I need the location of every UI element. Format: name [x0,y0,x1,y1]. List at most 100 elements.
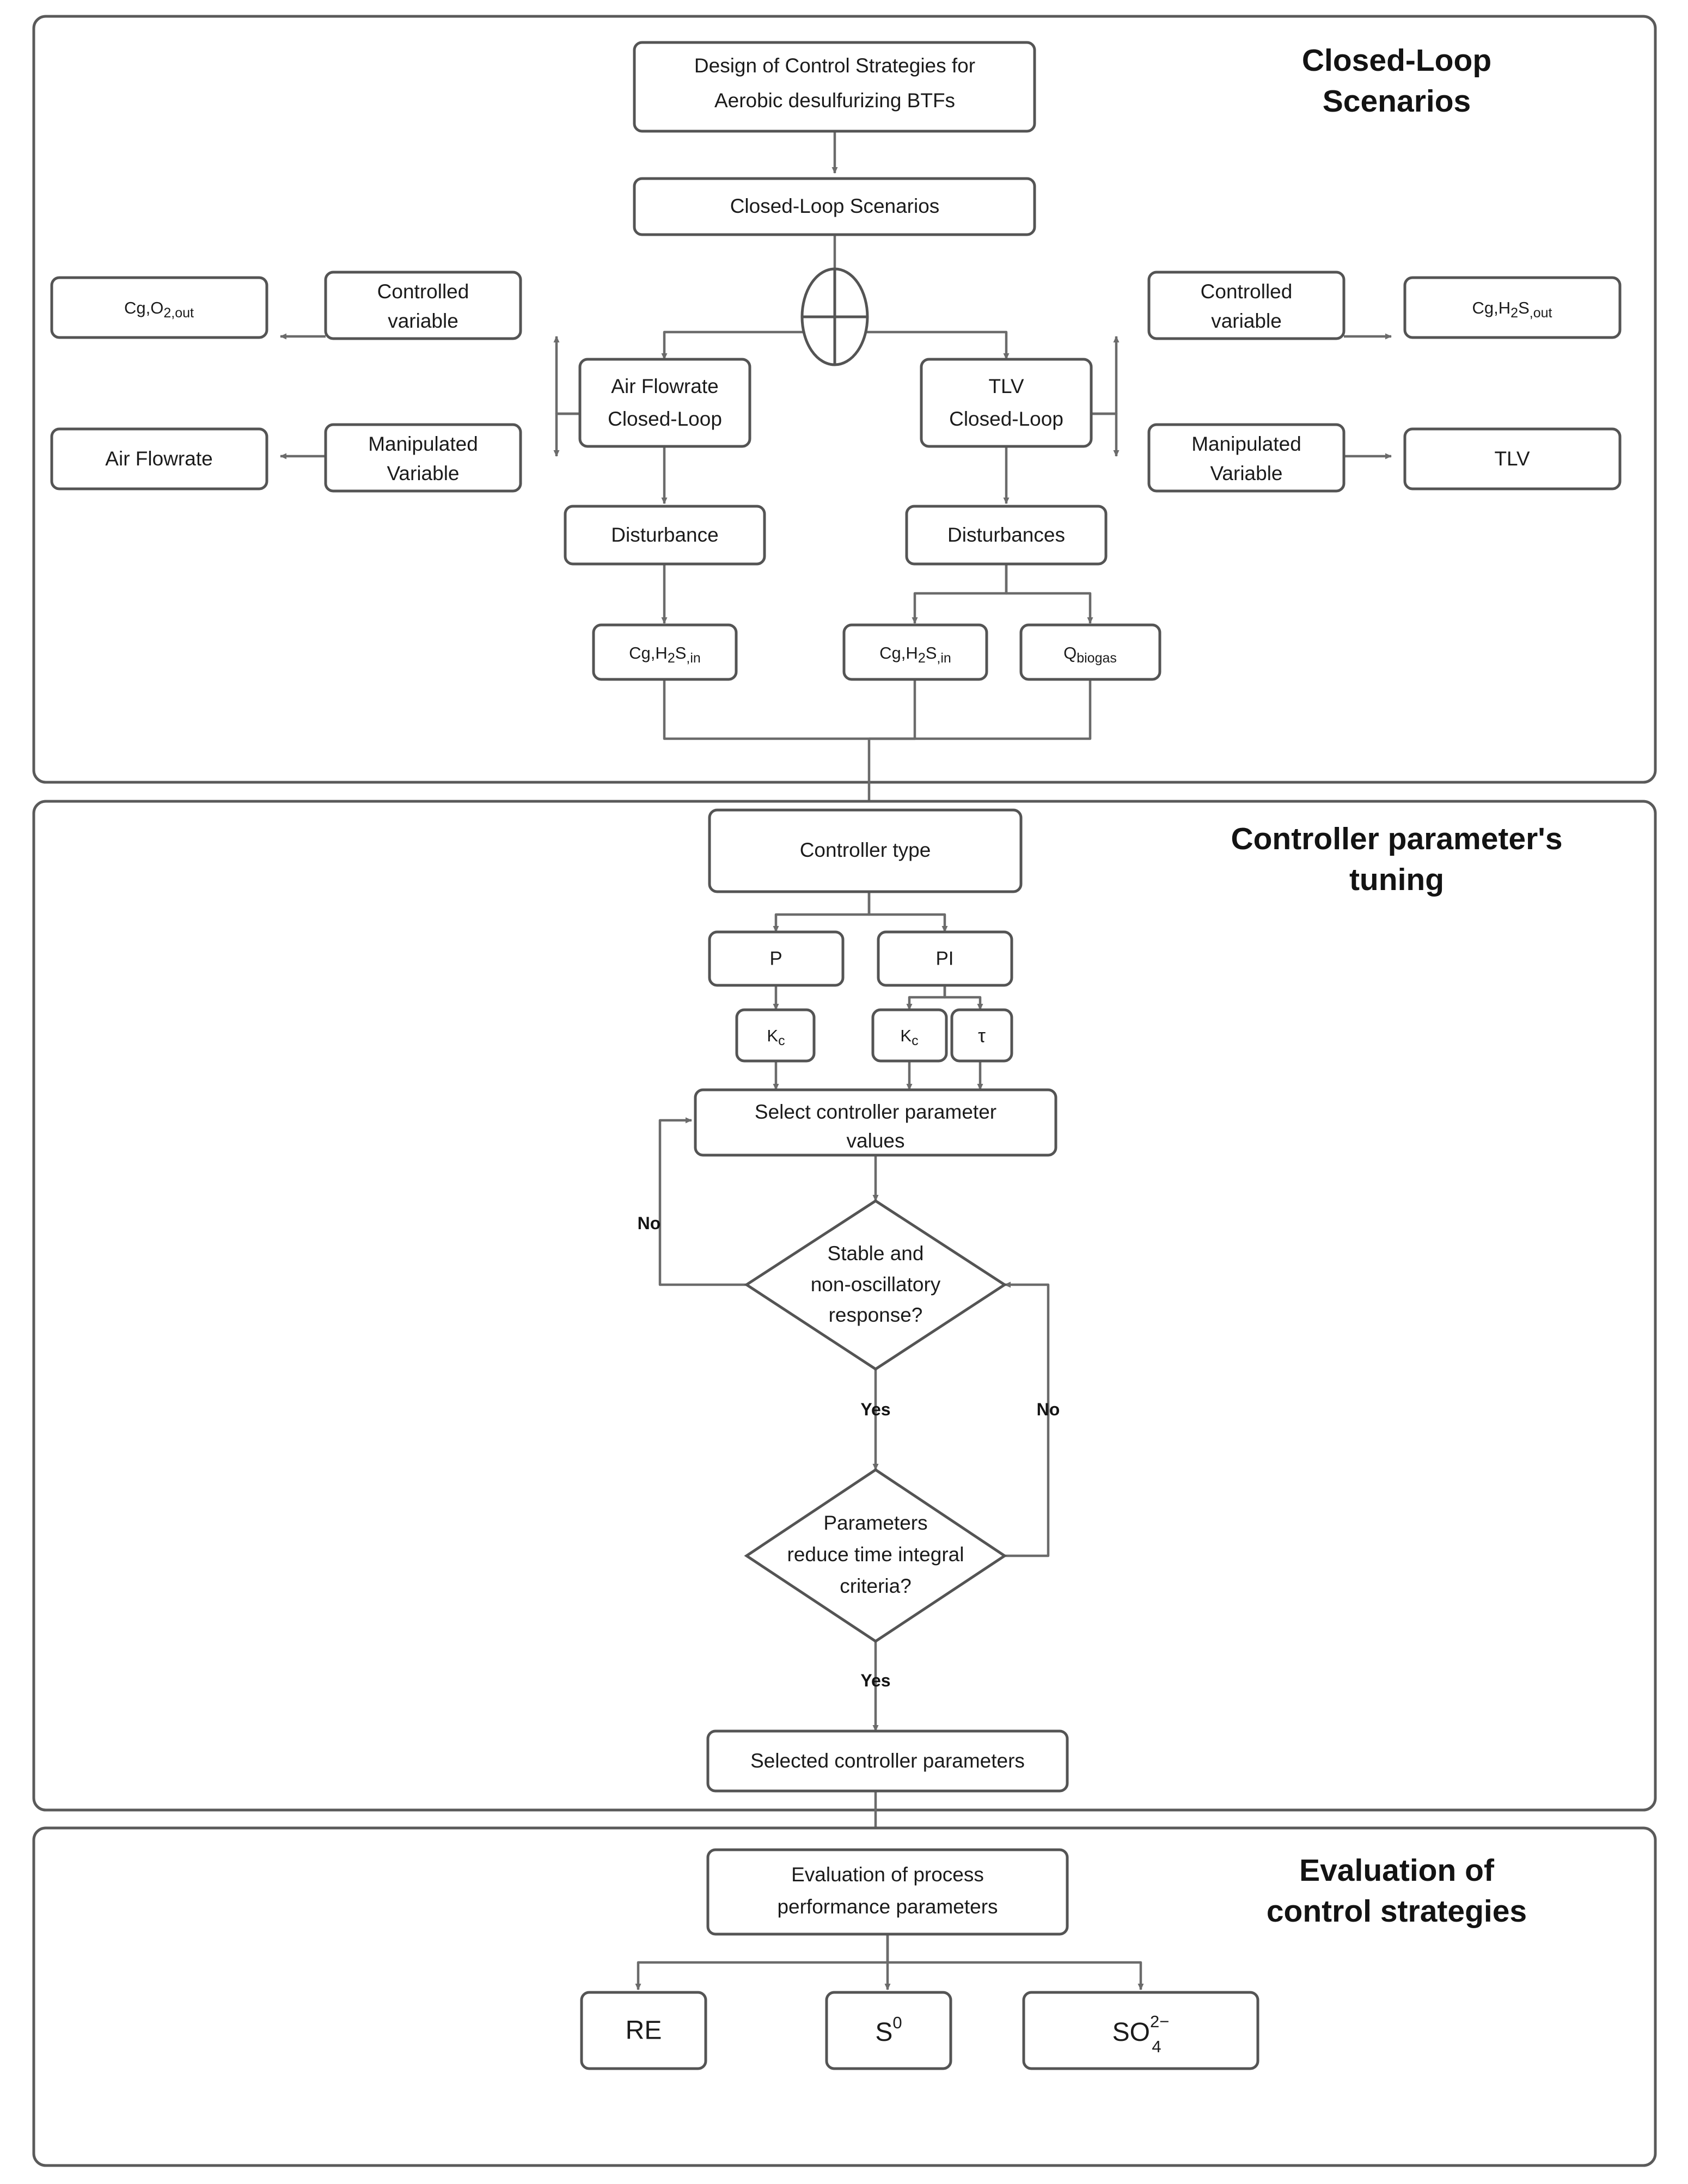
node-re-label: RE [626,2016,662,2045]
node-controller-type-label: Controller type [800,839,931,861]
node-closed-loop-scenarios: Closed-Loop Scenarios [633,177,1036,236]
node-select-parameters: Select controller parameter values [694,1088,1057,1157]
node-kc-pi: Kc [871,1008,948,1063]
edge-disturbances-to-qbiogas [1005,563,1093,624]
section-1-frame [32,15,1657,784]
node-so4: SO2−4 [1022,1991,1259,2070]
node-cg-h2s-in-left-label: Cg,H2S,in [629,643,701,665]
decision-stable-response: Stable and non-oscillatory response? [744,1199,1007,1371]
node-pi: PI [877,930,1013,987]
sum-junction-icon [800,267,869,366]
node-air-flowrate-closed-loop: Air Flowrate Closed-Loop [578,358,751,448]
section-3-title-line2: control strategies [1267,1894,1527,1929]
node-selected-parameters: Selected controller parameters [706,1729,1069,1793]
node-right-controlled-line2: variable [1211,310,1282,332]
node-evaluation-line1: Evaluation of process [791,1863,984,1886]
section-2-title-line2: tuning [1349,862,1444,897]
decision-criteria-line3: criteria? [840,1575,912,1597]
node-disturbances-right: Disturbances [905,505,1108,566]
node-cg-h2s-out-label: Cg,H2S,out [1472,298,1552,320]
node-tau: τ [950,1008,1013,1063]
edge-pi-to-tau [943,985,983,1010]
edge-label-criteria-no: No [1037,1400,1060,1419]
edge-label-stable-no: No [638,1213,661,1233]
node-left-controlled-line2: variable [388,310,458,332]
node-air-loop-line1: Air Flowrate [611,375,718,397]
node-design-line2: Aerobic desulfurizing BTFs [714,89,955,112]
node-controller-type: Controller type [708,808,1023,893]
node-qbiogas: Qbiogas [1019,623,1161,681]
decision-stable-line3: response? [829,1304,923,1326]
node-pi-label: PI [935,948,953,969]
node-cg-h2s-out: Cg,H2S,out [1403,276,1622,339]
section-controller-tuning: Controller parameter's tuning No Yes No … [32,800,1657,1851]
node-air-loop-line2: Closed-Loop [608,408,722,430]
section-1-title-line2: Scenarios [1323,84,1471,119]
node-right-manipulated-line1: Manipulated [1191,433,1301,455]
edge-label-stable-yes: Yes [860,1400,890,1419]
node-s0: S0 [825,1991,952,2070]
edge-tlv-loop-to-manipulated [1091,412,1120,457]
node-left-manipulated-variable: Manipulated Variable [324,423,522,493]
edge-criteria-no-loopback [1002,1281,1050,1557]
edge-label-criteria-yes: Yes [860,1671,890,1690]
node-evaluation-line2: performance parameters [777,1895,998,1918]
section-1-title-line1: Closed-Loop [1302,43,1491,78]
node-design-line1: Design of Control Strategies for [694,54,975,77]
node-left-manipulated-line2: Variable [387,462,459,484]
node-air-flowrate: Air Flowrate [50,427,268,490]
node-disturbance-left: Disturbance [564,505,766,566]
node-tlv-label: TLV [1494,447,1530,470]
edge-air-loop-to-manipulated [553,412,580,457]
node-re: RE [580,1991,707,2070]
node-left-manipulated-line1: Manipulated [368,433,478,455]
node-select-params-line2: values [847,1130,905,1152]
edge-evaluation-to-so4 [886,1934,1144,1990]
node-air-flowrate-label: Air Flowrate [105,447,212,470]
node-cg-o2-out: Cg,O2,out [50,276,268,339]
decision-criteria-line1: Parameters [823,1512,927,1534]
node-so4-label: SO2−4 [1112,2012,1170,2056]
node-select-params-line1: Select controller parameter [755,1101,996,1123]
section-evaluation: Evaluation of control strategies Evaluat… [32,1826,1657,2167]
node-disturbances-label: Disturbances [947,524,1065,546]
node-cg-h2s-in-right: Cg,H2S,in [842,623,988,681]
decision-criteria-line2: reduce time integral [787,1543,964,1566]
edge-merge-left [663,678,869,740]
decision-stable-line2: non-oscillatory [811,1273,941,1296]
decision-criteria: Parameters reduce time integral criteria… [744,1468,1007,1643]
node-cg-h2s-in-left: Cg,H2S,in [592,623,738,681]
edge-merge-mid [869,678,916,740]
node-p-label: P [769,948,782,969]
section-2-title-line1: Controller parameter's [1231,821,1562,856]
node-tau-label: τ [978,1025,986,1046]
node-left-controlled-line1: Controlled [377,280,469,303]
node-selected-params-label: Selected controller parameters [750,1750,1025,1772]
node-left-controlled-variable: Controlled variable [324,271,522,340]
node-scenarios-label: Closed-Loop Scenarios [730,195,940,217]
node-tlv-loop-line2: Closed-Loop [949,408,1063,430]
section-3-title-line1: Evaluation of [1299,1853,1495,1888]
edge-stable-no-loopback [658,1117,749,1286]
node-tlv-closed-loop: TLV Closed-Loop [920,358,1093,448]
node-tlv: TLV [1403,427,1622,490]
node-right-manipulated-variable: Manipulated Variable [1147,423,1345,493]
node-p: P [708,930,845,987]
node-qbiogas-label: Qbiogas [1063,643,1117,665]
node-cg-o2-out-label: Cg,O2,out [124,298,194,320]
decision-stable-line1: Stable and [828,1242,924,1265]
node-disturbance-label: Disturbance [611,524,718,546]
node-kc-pi-label: Kc [900,1026,918,1048]
node-evaluation: Evaluation of process performance parame… [706,1848,1069,1936]
node-right-manipulated-line2: Variable [1210,462,1282,484]
node-cg-h2s-in-right-label: Cg,H2S,in [879,643,951,665]
edge-controller-type-to-pi [867,892,948,933]
node-s0-label: S0 [875,2013,902,2047]
node-tlv-loop-line1: TLV [988,375,1024,397]
node-kc-p-label: Kc [767,1026,785,1048]
node-kc-p: Kc [735,1008,816,1063]
edge-merge-right [869,678,1092,740]
node-design: Design of Control Strategies for Aerobic… [633,41,1036,133]
section-closed-loop-scenarios: Closed-Loop Scenarios Des [32,15,1657,824]
